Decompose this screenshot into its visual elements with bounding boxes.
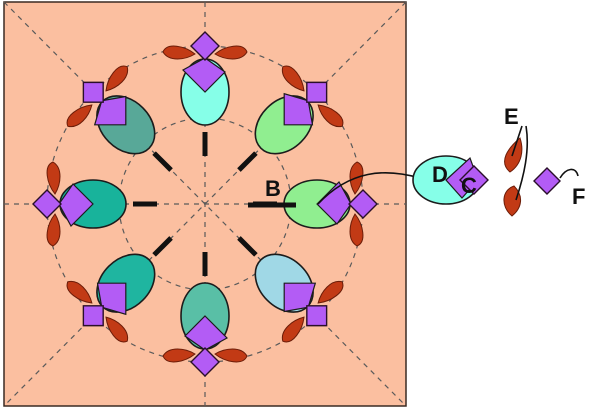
label-d: D [432, 162, 448, 187]
petal [214, 348, 248, 363]
stem [237, 236, 258, 257]
label-f: F [572, 184, 585, 209]
exploded-petals-e: E [503, 104, 529, 217]
motif [253, 161, 378, 247]
stem [152, 151, 173, 172]
leader-e-2 [511, 125, 523, 157]
motif [237, 236, 344, 343]
exploded-seed-group: D C [412, 155, 489, 205]
diamond [190, 347, 220, 377]
motif [32, 161, 157, 247]
motif [162, 31, 248, 156]
motif [66, 65, 173, 172]
diamond [32, 189, 62, 219]
stem [237, 151, 258, 172]
diamond [306, 81, 328, 103]
label-e: E [504, 104, 519, 129]
petal [317, 104, 344, 128]
diamond [348, 189, 378, 219]
petal [162, 348, 196, 363]
exploded-diamond-f-group: F [533, 167, 585, 209]
petal [349, 213, 364, 247]
label-b: B [265, 176, 281, 201]
petal-e-bottom [503, 185, 521, 217]
motif [162, 252, 248, 377]
diamond [82, 305, 104, 327]
petal [105, 316, 129, 343]
diamond [306, 305, 328, 327]
motif [237, 65, 344, 172]
label-c: C [461, 173, 477, 198]
petal [46, 213, 61, 247]
petal-e-top [504, 137, 523, 173]
petal [281, 65, 305, 92]
petal [66, 280, 93, 304]
petal [281, 316, 305, 343]
petal [162, 45, 196, 60]
petal [46, 161, 61, 195]
diamond [82, 81, 104, 103]
exploded-diamond-c [459, 165, 489, 195]
motif [66, 236, 173, 343]
leader-f [559, 168, 579, 179]
connector-curve-d [317, 172, 421, 205]
petal [317, 280, 344, 304]
petal [105, 65, 129, 92]
exploded-diamond-f [533, 167, 561, 195]
motif-ring [32, 31, 378, 377]
petal [214, 45, 248, 60]
stem [152, 236, 173, 257]
diamond [190, 31, 220, 61]
leader-e [515, 125, 529, 201]
petal [66, 104, 93, 128]
